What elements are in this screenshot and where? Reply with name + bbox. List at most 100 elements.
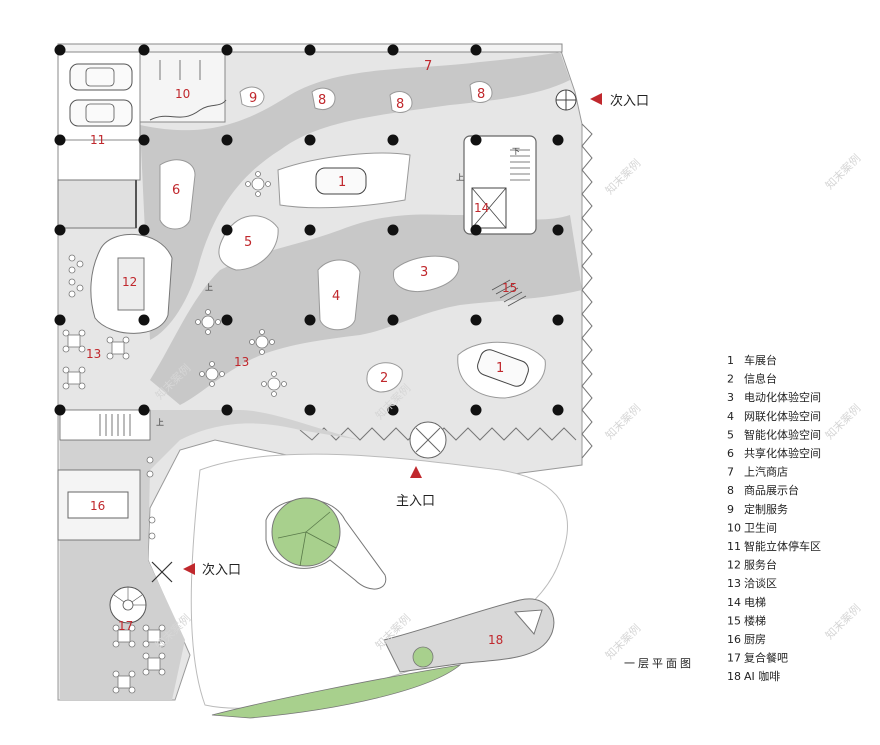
main-entrance-label: 主入口 — [396, 494, 435, 509]
display-car-icon — [315, 167, 367, 195]
watermark: 知末案例 — [822, 601, 863, 642]
legend-item-number: 1 — [727, 354, 734, 367]
legend-item-number: 6 — [727, 447, 734, 460]
legend-item-label: 卫生间 — [744, 520, 777, 534]
legend-item-number: 7 — [727, 466, 734, 479]
column-dot — [387, 44, 399, 56]
watermark: 知末案例 — [602, 621, 643, 662]
column-dot — [221, 224, 233, 236]
legend-item-label: 网联化体验空间 — [744, 409, 821, 423]
legend-item-number: 13 — [727, 577, 741, 590]
stair-up-mark: 上 — [205, 283, 213, 292]
legend-item-number: 16 — [727, 633, 741, 646]
legend-item-number: 14 — [727, 596, 741, 609]
legend-item-number: 4 — [727, 410, 734, 423]
plan-title: 一层平面图 — [624, 657, 694, 670]
legend-item-number: 17 — [727, 652, 741, 665]
column-dot — [552, 134, 564, 146]
round-planter — [265, 497, 387, 590]
legend-item-label: 厨房 — [744, 633, 766, 646]
entrance-symbols — [151, 89, 602, 583]
column-dot — [387, 404, 399, 416]
legend-item-label: 复合餐吧 — [744, 651, 788, 665]
column-dot — [54, 134, 66, 146]
legend-item-number: 12 — [727, 559, 741, 572]
parked-car-1 — [69, 63, 133, 91]
legend-item-label: 定制服务 — [744, 502, 788, 516]
staircase-west — [59, 409, 151, 441]
service-desk — [90, 233, 173, 334]
legend-item-number: 9 — [727, 503, 734, 516]
garden — [190, 453, 568, 719]
zone-labels: 1 1 2 3 4 5 6 7 8 8 8 9 10 11 12 13 13 1… — [86, 59, 517, 647]
column-dot — [221, 44, 233, 56]
column-dot — [54, 314, 66, 326]
zone-label-9: 9 — [249, 91, 257, 106]
legend-item-label: 智能立体停车区 — [744, 539, 821, 553]
east-entrance-label: 次入口 — [610, 93, 649, 109]
column-dot — [552, 404, 564, 416]
zone-label-8b: 8 — [396, 97, 404, 112]
column-dot — [470, 404, 482, 416]
legend-item-number: 11 — [727, 540, 741, 553]
zone-label-1b: 1 — [496, 361, 504, 376]
column-dot — [138, 314, 150, 326]
main-entrance-arrow-icon — [410, 466, 422, 478]
column-dot — [304, 314, 316, 326]
kitchen-block — [57, 469, 141, 541]
display-platforms — [159, 81, 546, 399]
legend-item-label: 智能化体验空间 — [744, 427, 821, 441]
column-dot — [54, 404, 66, 416]
watermark: 知末案例 — [822, 151, 863, 192]
zone-label-8a: 8 — [318, 93, 326, 108]
legend-item-label: 信息台 — [744, 372, 777, 386]
zone-label-7: 7 — [424, 59, 432, 74]
column-dot — [138, 44, 150, 56]
zone-label-2: 2 — [380, 371, 388, 386]
elevator-core — [463, 135, 537, 235]
column-dot — [54, 44, 66, 56]
column-dot — [221, 404, 233, 416]
legend-item-number: 15 — [727, 614, 741, 627]
legend-item-label: 商品展示台 — [744, 483, 799, 497]
stair-up-mark: 上 — [156, 418, 164, 427]
column-dot — [470, 44, 482, 56]
watermark: 知末案例 — [602, 156, 643, 197]
legend-item-number: 8 — [727, 484, 734, 497]
west-entrance-label: 次入口 — [202, 562, 241, 578]
legend-item-label: 共享化体验空间 — [744, 446, 821, 460]
column-dot — [470, 134, 482, 146]
watermark: 知末案例 — [602, 401, 643, 442]
column-dot — [387, 134, 399, 146]
zone-label-16: 16 — [90, 499, 105, 513]
parked-car-2 — [69, 99, 133, 127]
column-dot — [138, 134, 150, 146]
column-dot — [304, 404, 316, 416]
legend-item: 7 上汽商店 — [727, 465, 788, 479]
spiral-stair — [109, 586, 147, 624]
column-dot — [387, 314, 399, 326]
legend-item-label: 上汽商店 — [744, 465, 788, 479]
stair-down-mark: 下 — [512, 147, 520, 156]
zone-label-10: 10 — [175, 87, 190, 101]
legend-item-number: 5 — [727, 428, 734, 441]
legend-item: 8 商品展示台 — [727, 483, 799, 497]
structural-columns — [54, 44, 564, 416]
legend-item-label: AI 咖啡 — [744, 669, 780, 683]
zone-label-15: 15 — [502, 281, 517, 295]
column-dot — [552, 224, 564, 236]
column-dot — [138, 404, 150, 416]
stair-up-mark: 上 — [456, 173, 464, 182]
east-entrance-arrow-icon — [590, 93, 602, 105]
zone-label-18: 18 — [488, 633, 503, 647]
green-strip — [211, 664, 462, 719]
legend-item: 4 网联化体验空间 — [727, 409, 821, 423]
legend-item: 9 定制服务 — [727, 502, 788, 516]
